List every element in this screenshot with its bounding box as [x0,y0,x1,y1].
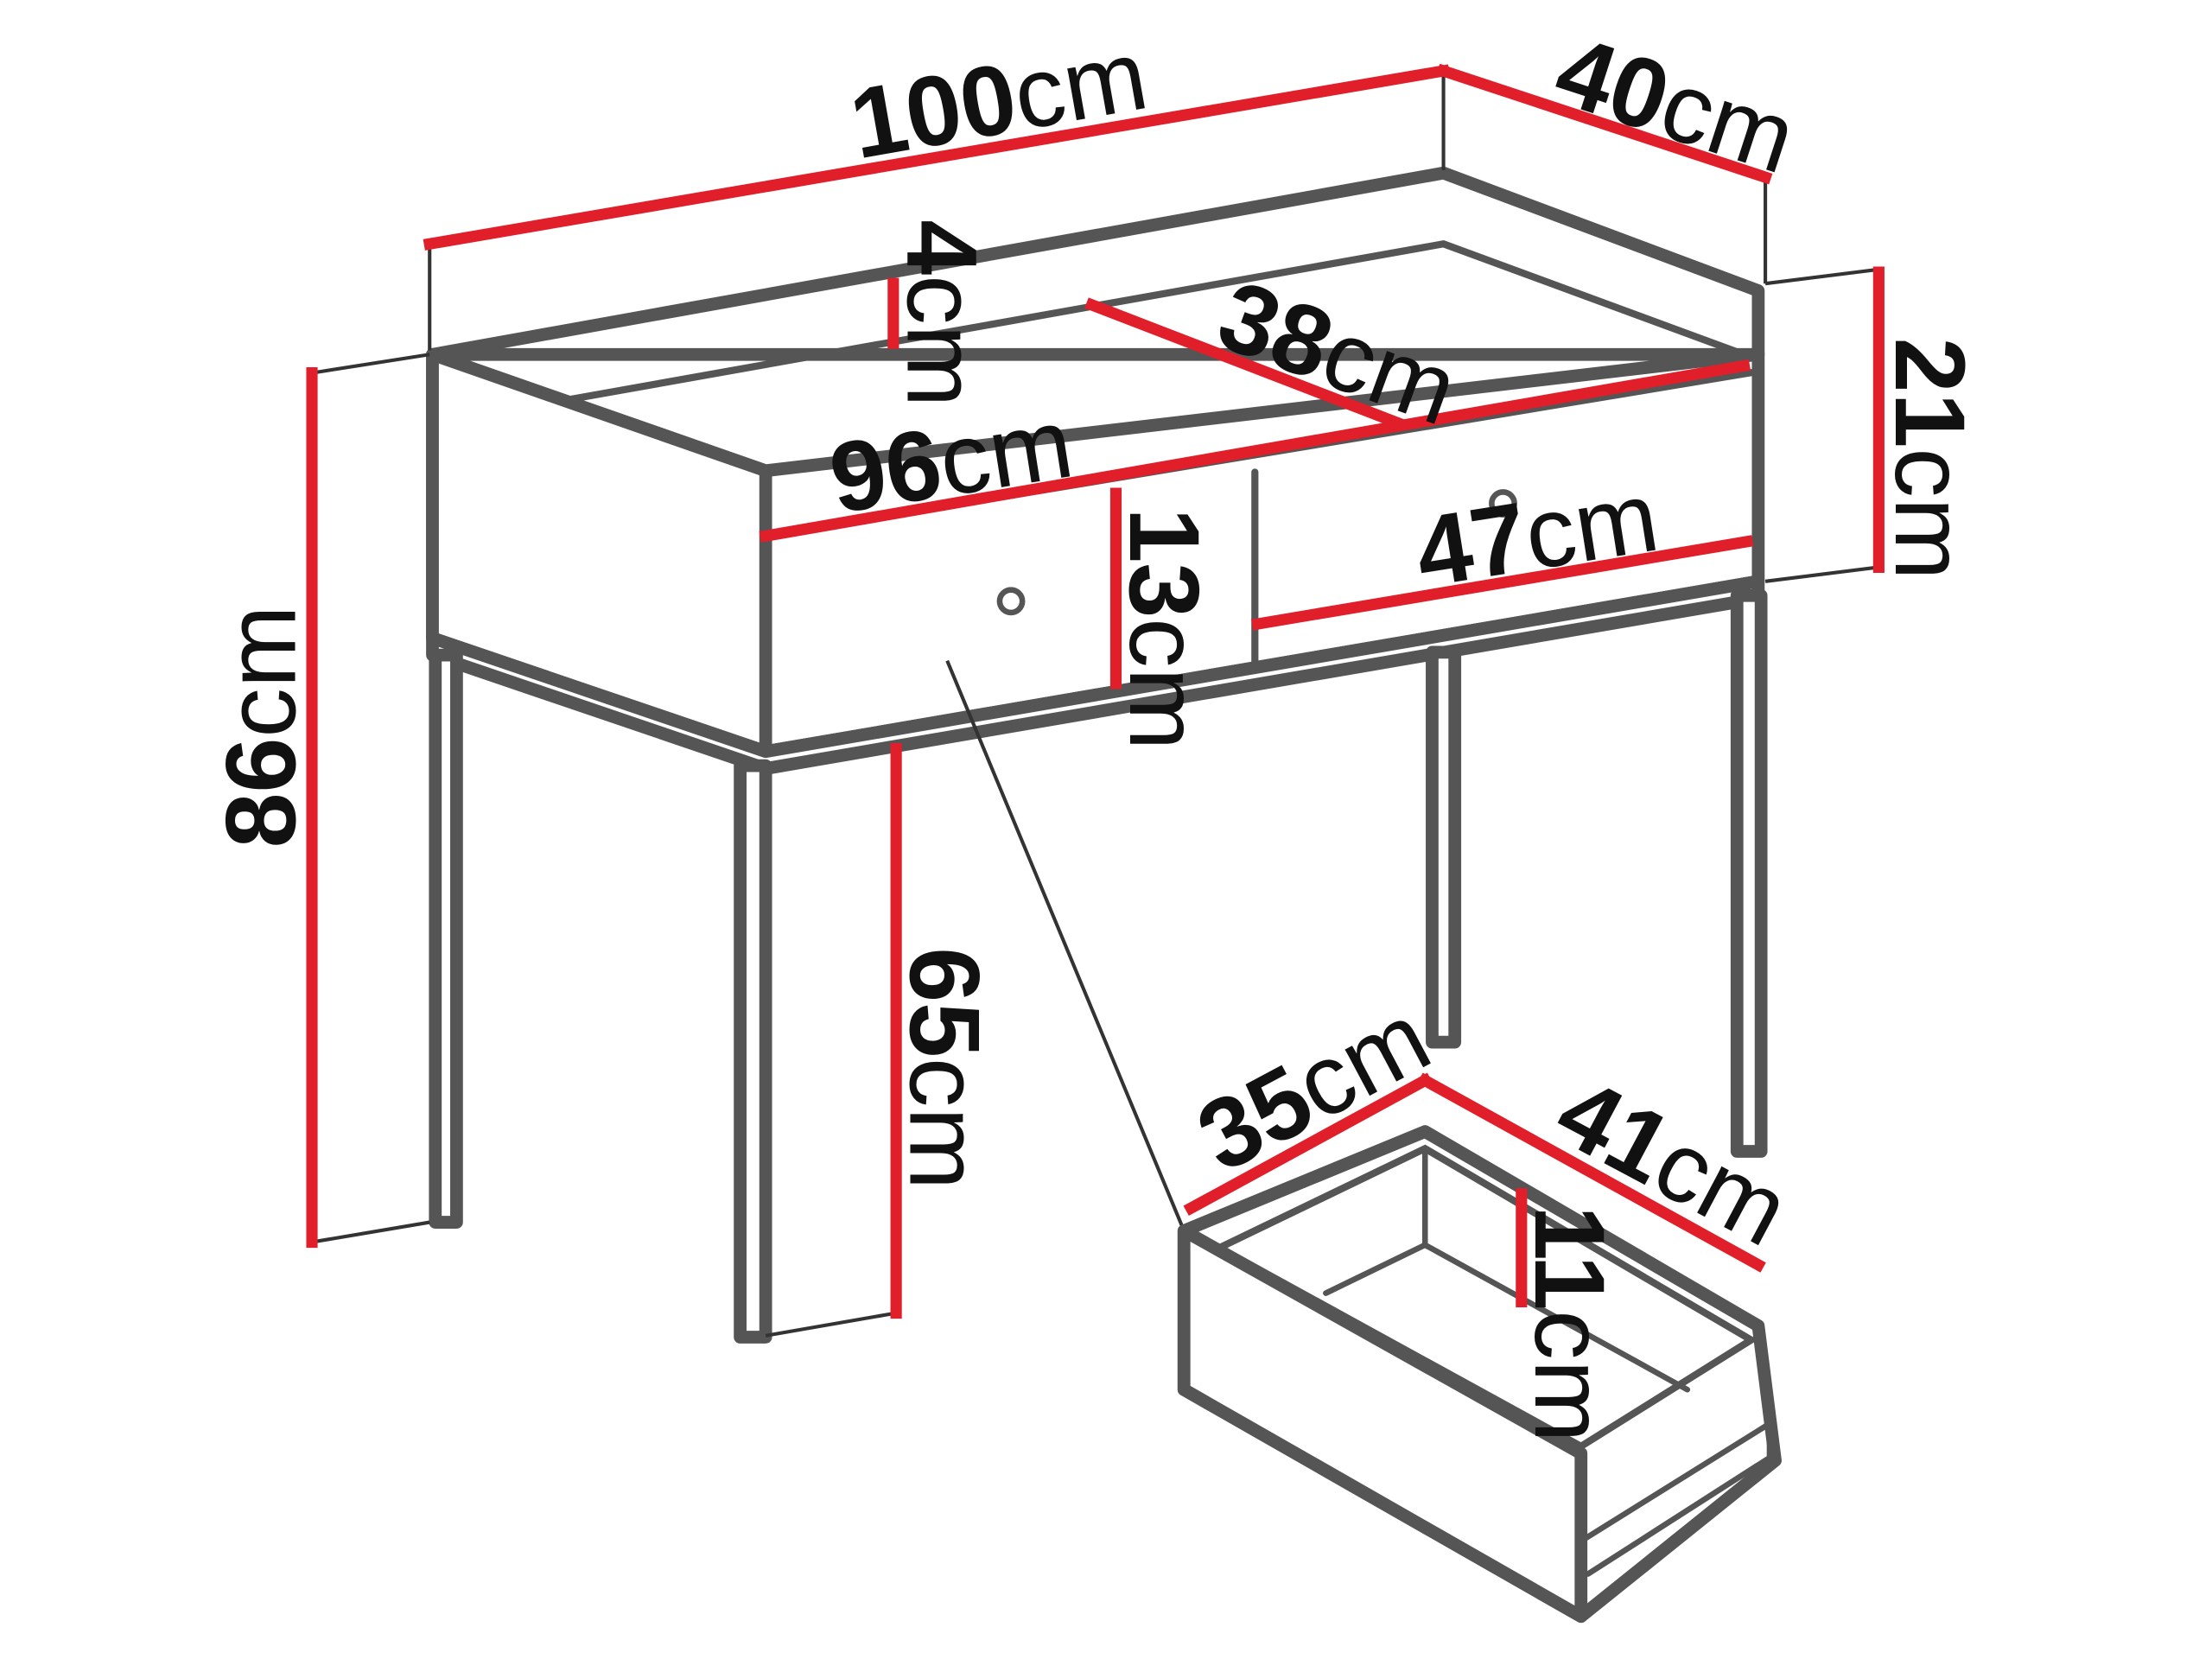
left-drawer-knob [996,587,1026,616]
label-leg-height: 65cm [889,947,1000,1190]
label-total-height: 86cm [206,605,316,848]
label-drawer-height: 11cm [1514,1205,1624,1443]
desk-drawing [426,166,1768,1344]
dim-line-100 [423,64,1451,251]
label-drawer-front-width: 47cm [1408,461,1665,608]
front-middle-leg [734,759,772,1344]
dim-line-38 [1084,297,1404,430]
drawer-back-lip [1582,1418,1773,1577]
dim-line-96 [759,359,1751,543]
back-right-leg [1730,588,1768,1158]
dimension-lines [306,63,1885,1319]
back-upstand-inner-edge [563,240,1748,404]
back-upstand [426,166,1765,361]
label-upstand-height: 4cm [886,219,996,407]
right-drawer-knob [1489,489,1517,518]
drawer-leader-line [945,659,1186,1232]
drawer-front-panel [1177,1224,1588,1624]
label-drawer-front-height: 13cm [1109,507,1219,750]
front-left-leg [429,648,463,1229]
label-overall-depth: 40cm [1543,15,1808,195]
label-top-height: 21cm [1874,338,1985,581]
dim-line-35 [1183,1072,1433,1217]
extension-lines [311,71,1879,1338]
dimension-labels: 100cm 40cm 4cm 38cm 21cm 96cm 13cm 47cm … [206,15,1985,1442]
back-middle-leg [1426,645,1462,1049]
drawer-detail-drawing [1177,1125,1782,1624]
dim-line-40 [1436,63,1773,185]
label-inner-width: 96cm [823,387,1079,534]
dim-line-47 [1251,535,1754,631]
dim-line-41 [1417,1072,1766,1273]
label-overall-width: 100cm [842,19,1155,180]
